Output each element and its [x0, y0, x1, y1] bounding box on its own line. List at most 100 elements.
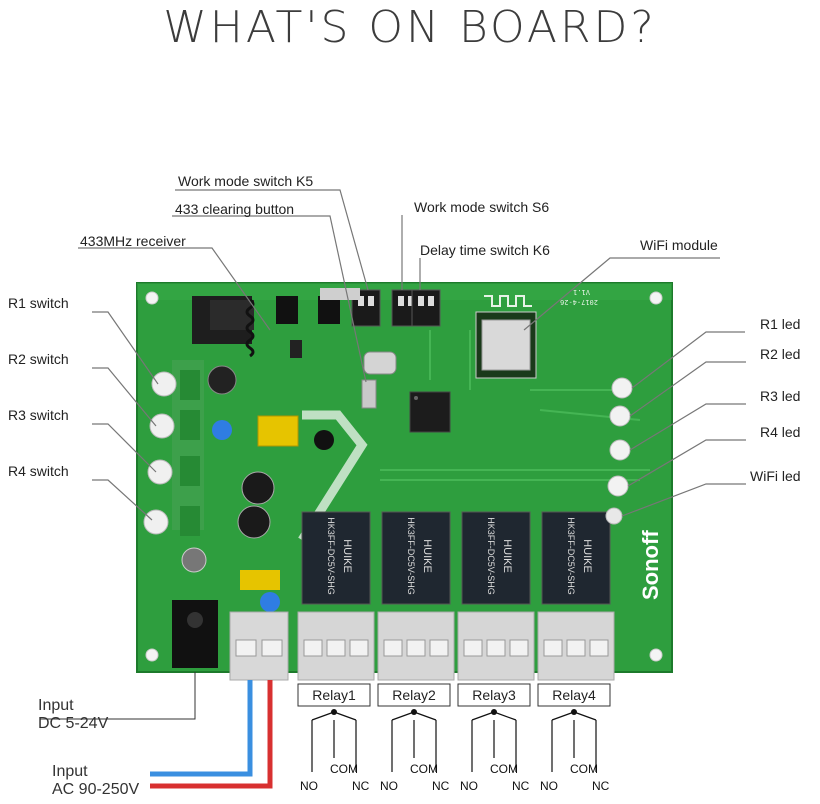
- terminal-slot: [566, 639, 586, 657]
- dc-input-range: DC 5-24V: [38, 715, 109, 732]
- no-label: NO: [380, 779, 398, 793]
- contact-arm: [573, 711, 597, 721]
- relay-brand-text: HUIKE: [341, 539, 353, 573]
- contact-arm: [551, 711, 575, 721]
- relay-body: [301, 511, 371, 605]
- dc-jack: [172, 600, 218, 668]
- ac-terminal: [229, 611, 289, 681]
- relay-name: Relay4: [552, 687, 596, 703]
- relay-brand-text: HUIKE: [581, 539, 593, 573]
- power-components: [181, 365, 334, 612]
- page-title: WHAT'S ON BOARD?: [163, 2, 657, 53]
- relay-part-text: HK3FF-DC5V-SHG: [406, 517, 416, 595]
- nc-label: NC: [592, 779, 610, 793]
- relay-name: Relay1: [312, 687, 356, 703]
- relay-name-box: [377, 683, 451, 707]
- dip-switch-k6: [411, 289, 441, 327]
- relay-name: Relay3: [472, 687, 516, 703]
- relay-brand-text: HUIKE: [421, 539, 433, 573]
- crystal: [320, 288, 360, 300]
- nc-label: NC: [512, 779, 530, 793]
- label-wifi-module: WiFi module: [640, 237, 718, 253]
- label-work-mode-s6: Work mode switch S6: [414, 199, 549, 215]
- clearing-button: [361, 379, 377, 409]
- label-receiver: 433MHz receiver: [80, 233, 186, 249]
- relay-brand-text: HUIKE: [501, 539, 513, 573]
- label-work-mode-k5: Work mode switch K5: [178, 173, 313, 189]
- no-label: NO: [540, 779, 558, 793]
- terminal-slot: [486, 639, 506, 657]
- com-label: COM: [490, 762, 518, 776]
- label-r1-switch: R1 switch: [8, 295, 69, 311]
- label-wifi-led: WiFi led: [750, 468, 801, 484]
- contact-arm: [493, 711, 517, 721]
- relay-name-box: [457, 683, 531, 707]
- brand-text: Sonoff: [638, 530, 663, 600]
- chip: [318, 296, 340, 324]
- com-label: COM: [330, 762, 358, 776]
- relay-name-box: [297, 683, 371, 707]
- relay-name: Relay2: [392, 687, 436, 703]
- ac-input-title: Input: [52, 763, 88, 780]
- contact-arm: [311, 711, 335, 721]
- no-label: NO: [300, 779, 318, 793]
- relay-4: HK3FF-DC5V-SHG HUIKE: [537, 511, 615, 681]
- relay-part-text: HK3FF-DC5V-SHG: [566, 517, 576, 595]
- switch-stack: [143, 360, 204, 536]
- nc-label: NC: [352, 779, 370, 793]
- relay-part-text: HK3FF-DC5V-SHG: [326, 517, 336, 595]
- relay-1: HK3FF-DC5V-SHG HUIKE: [297, 511, 375, 681]
- relay-part-text: HK3FF-DC5V-SHG: [486, 517, 496, 595]
- relay-body: [461, 511, 531, 605]
- label-r3-led: R3 led: [760, 388, 800, 404]
- terminal-slot: [543, 639, 563, 657]
- oscillator: [363, 351, 397, 375]
- label-r2-led: R2 led: [760, 346, 800, 362]
- terminal-slot: [303, 639, 323, 657]
- terminal-slot: [509, 639, 529, 657]
- com-label: COM: [410, 762, 438, 776]
- nc-label: NC: [432, 779, 450, 793]
- relay-name-box: [537, 683, 611, 707]
- terminal-slot: [589, 639, 609, 657]
- relay-body: [541, 511, 611, 605]
- led-column: [605, 377, 633, 525]
- label-r2-switch: R2 switch: [8, 351, 69, 367]
- terminal-slot: [406, 639, 426, 657]
- mcu-chip: [409, 391, 451, 433]
- leader-lines: [78, 189, 746, 521]
- date-text: 2017-4-26: [560, 298, 598, 306]
- contact-arm: [391, 711, 415, 721]
- ac-input-range: AC 90-250V: [52, 781, 139, 798]
- no-label: NO: [460, 779, 478, 793]
- version-text: V1.1: [573, 288, 590, 296]
- pivot-dot: [331, 709, 337, 715]
- receiver-module: [192, 296, 302, 358]
- pivot-dot: [491, 709, 497, 715]
- label-r4-led: R4 led: [760, 424, 800, 440]
- contact-arm: [333, 711, 357, 721]
- dc-input-title: Input: [38, 697, 74, 714]
- terminal-slot: [429, 639, 449, 657]
- terminal-slot: [463, 639, 483, 657]
- label-r3-switch: R3 switch: [8, 407, 69, 423]
- pivot-dot: [571, 709, 577, 715]
- com-label: COM: [570, 762, 598, 776]
- terminal-slot: [383, 639, 403, 657]
- wifi-module: [475, 295, 537, 379]
- contact-arm: [471, 711, 495, 721]
- label-r1-led: R1 led: [760, 316, 800, 332]
- relay-body: [381, 511, 451, 605]
- terminal-slot: [349, 639, 369, 657]
- relay-legend: Relay1NOCOMNCRelay2NOCOMNCRelay3NOCOMNCR…: [297, 683, 611, 793]
- relay-3: HK3FF-DC5V-SHG HUIKE: [457, 511, 535, 681]
- label-clearing-button: 433 clearing button: [175, 201, 294, 217]
- input-wires: [40, 672, 273, 789]
- label-r4-switch: R4 switch: [8, 463, 69, 479]
